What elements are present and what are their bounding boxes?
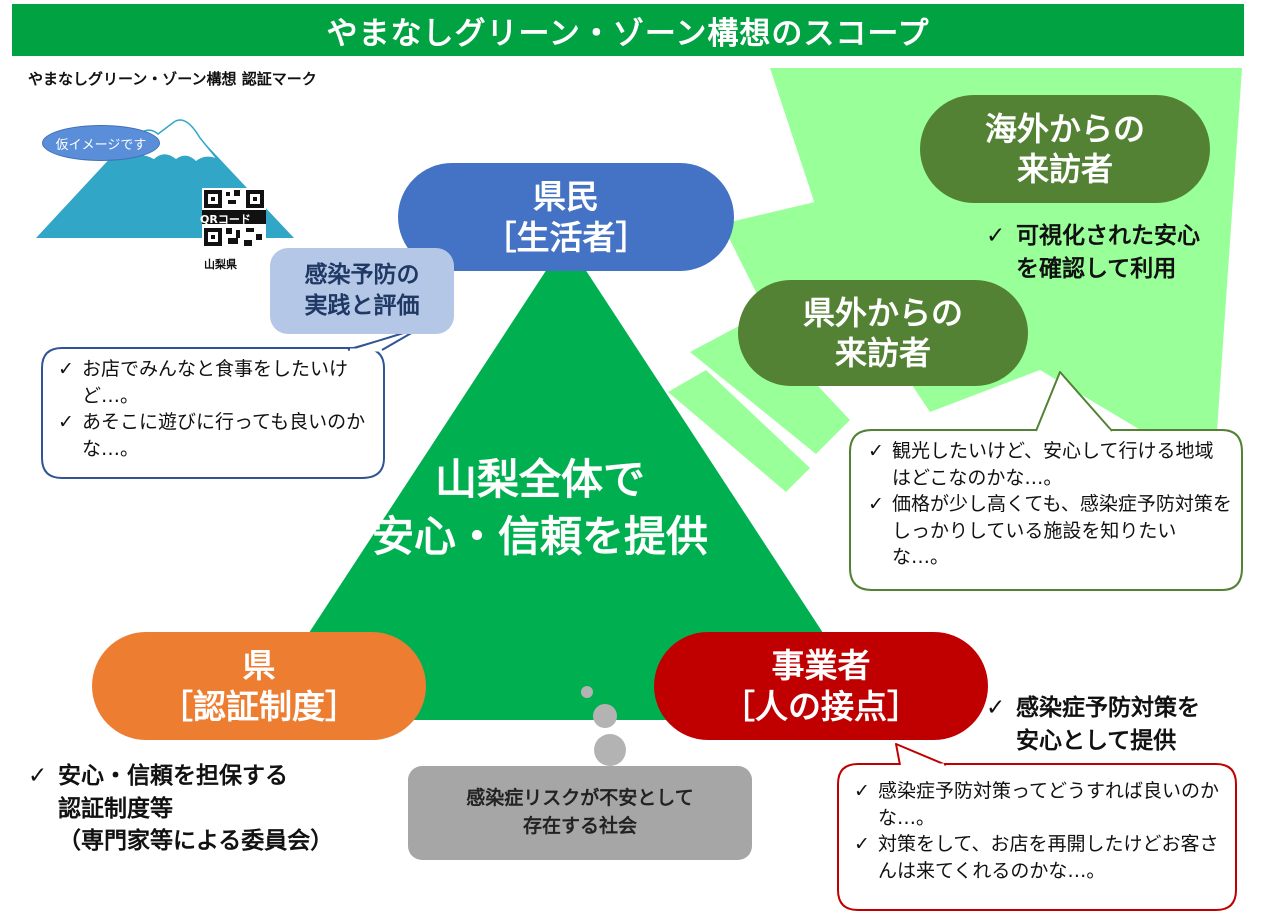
qr-code-icon — [202, 188, 266, 248]
page-title: やまなしグリーン・ゾーン構想のスコープ — [12, 4, 1244, 56]
list-item: 観光したいけど、安心して行ける地域はどこなのかな…。 — [866, 438, 1232, 491]
prefecture-label: 山梨県 — [204, 258, 237, 271]
domestic-visitors-node: 県外からの 来訪者 — [738, 280, 1028, 386]
mountain-mark-icon — [36, 119, 294, 248]
list-item: お店でみんなと食事をしたいけど…。 — [56, 356, 378, 409]
list-item: 感染症予防対策ってどうすれば良いのかな…。 — [852, 778, 1228, 831]
center-message: 山梨全体で 安心・信頼を提供 — [330, 452, 750, 565]
qr-code-label: QRコード — [200, 213, 251, 226]
overseas-visitors-node: 海外からの 来訪者 — [920, 95, 1210, 203]
residents-subtitle: ［生活者］ — [483, 218, 649, 257]
domestic-title: 県外からの — [802, 294, 963, 332]
practice-line-2: 実践と評価 — [304, 293, 420, 319]
center-triangle — [252, 240, 880, 720]
prefecture-node: 県 ［認証制度］ — [92, 632, 426, 740]
business-check-note: ✓感染症予防対策を 安心として提供 — [986, 692, 1200, 757]
list-item: 価格が少し高くても、感染症予防対策をしっかりしている施設を知りたいな…。 — [866, 491, 1232, 571]
overseas-title: 海外からの — [984, 110, 1145, 148]
check-icon: ✓ — [986, 223, 1006, 249]
prefecture-title: 県 — [242, 645, 276, 685]
overseas-check-note: ✓可視化された安心 を確認して利用 — [986, 220, 1200, 285]
thought-dot — [594, 734, 626, 766]
certification-mark-caption: やまなしグリーン・ゾーン構想 認証マーク — [28, 70, 317, 88]
risk-society-box: 感染症リスクが不安として 存在する社会 — [408, 766, 752, 860]
domestic-subtitle: 来訪者 — [834, 334, 931, 372]
center-line-2: 安心・信頼を提供 — [371, 511, 708, 561]
prefecture-subtitle: ［認証制度］ — [160, 687, 358, 726]
domestic-concerns: 観光したいけど、安心して行ける地域はどこなのかな…。 価格が少し高くても、感染症… — [866, 438, 1232, 571]
residents-title: 県民 — [533, 176, 599, 216]
list-item: あそこに遊びに行っても良いのかな…。 — [56, 409, 378, 462]
practice-line-1: 感染予防の — [304, 261, 420, 288]
residents-node: 県民 ［生活者］ — [398, 163, 734, 271]
thought-dot — [593, 704, 617, 728]
provisional-image-badge: 仮イメージです — [42, 125, 160, 161]
practice-evaluation-box: 感染予防の 実践と評価 — [270, 248, 454, 334]
check-icon: ✓ — [28, 763, 48, 789]
overseas-subtitle: 来訪者 — [1016, 150, 1113, 188]
business-concerns: 感染症予防対策ってどうすれば良いのかな…。 対策をして、お店を再開したけどお客さ… — [852, 778, 1228, 884]
list-item: 対策をして、お店を再開したけどお客さんは来てくれるのかな…。 — [852, 831, 1228, 884]
risk-line-2: 存在する社会 — [522, 815, 637, 837]
business-subtitle: ［人の接点］ — [722, 687, 920, 726]
risk-line-1: 感染症リスクが不安として — [466, 787, 694, 810]
business-title: 事業者 — [771, 645, 871, 685]
arrow-stripe-2 — [690, 318, 850, 454]
business-node: 事業者 ［人の接点］ — [654, 632, 988, 740]
prefecture-check-note: ✓安心・信頼を担保する 認証制度等 （専門家等による委員会） — [28, 760, 333, 858]
center-line-1: 山梨全体で — [434, 455, 645, 504]
arrow-stripe-3 — [668, 370, 810, 492]
check-icon: ✓ — [986, 695, 1006, 721]
thought-dot — [581, 686, 593, 698]
residents-concerns: お店でみんなと食事をしたいけど…。 あそこに遊びに行っても良いのかな…。 — [56, 356, 378, 462]
